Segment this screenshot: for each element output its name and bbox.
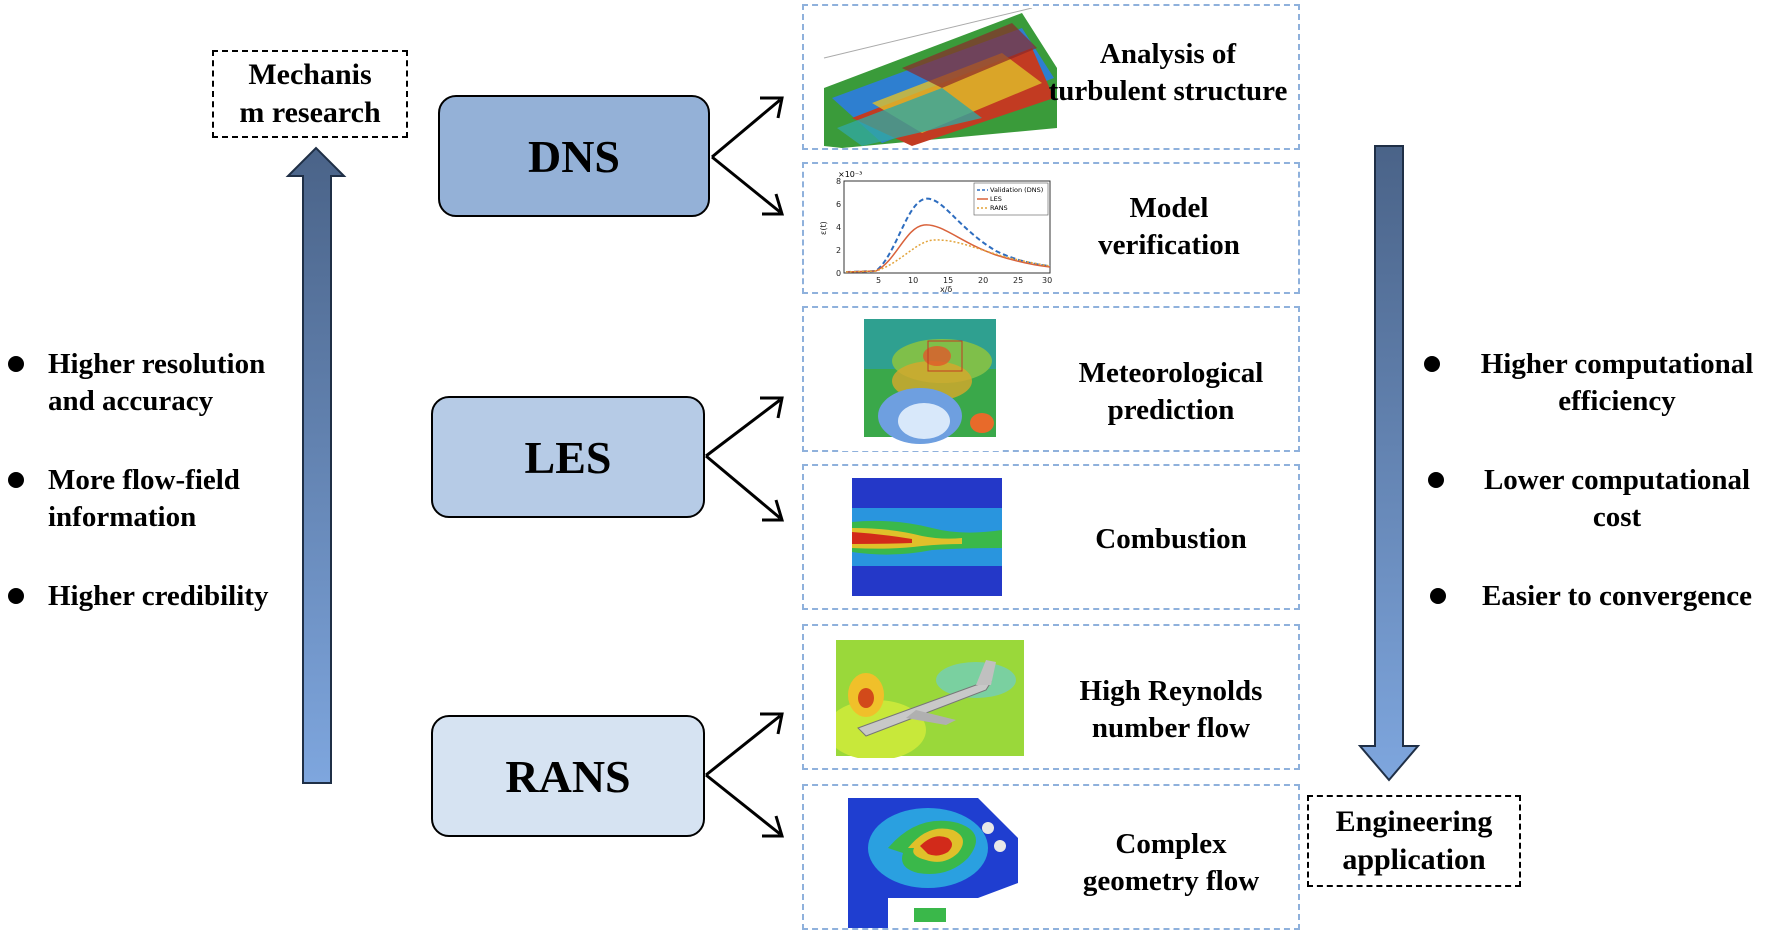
chart-xtick-15: 15: [943, 276, 953, 285]
panel-model-line2: verification: [1098, 229, 1240, 261]
panel-high-reynolds: High Reynolds number flow: [802, 624, 1300, 770]
panel-meteo-line2: prediction: [1107, 394, 1235, 426]
chart-xtick-30: 30: [1042, 276, 1052, 285]
down-arrow-efficiency: [1357, 145, 1421, 782]
series-dns-line: [845, 197, 1051, 273]
left-bullet-resolution: Higher resolution and accuracy: [8, 346, 308, 420]
left-bullet-credibility: Higher credibility: [8, 578, 308, 615]
left-bullet-3-line1: Higher credibility: [48, 580, 269, 612]
dns-connector-arrows: [711, 96, 785, 216]
left-bullet-2-line1: More flow-field: [48, 464, 240, 496]
panel-meteorological: Meteorological prediction: [802, 306, 1300, 452]
right-bullet-convergence: Easier to convergence: [1422, 578, 1772, 615]
right-bullet-efficiency: Higher computational efficiency: [1422, 346, 1772, 420]
dns-box: DNS: [438, 95, 710, 217]
right-bullet-1-line2: efficiency: [1558, 385, 1676, 417]
model-verification-chart: ×10⁻³ 0 2 4 6 8 5 10 15 20 25 30 x/δ ε(t…: [819, 170, 1052, 293]
legend-dns: Validation (DNS): [990, 186, 1043, 194]
les-connector-arrows: [705, 396, 785, 522]
complex-geometry-image: [848, 798, 1018, 928]
rans-connector-arrows: [705, 712, 785, 838]
up-arrow-accuracy: [285, 146, 347, 784]
panel-complex-line1: Complex: [1115, 828, 1227, 860]
left-bullet-2-line2: information: [48, 501, 197, 533]
legend-rans: RANS: [990, 204, 1008, 212]
bullet-dot-icon: [8, 588, 24, 604]
meteorological-map-image: [842, 311, 1002, 451]
panel-complex-geometry: Complex geometry flow: [802, 784, 1300, 930]
combustion-field-image: [852, 478, 1002, 596]
mechanism-research-box: Mechanis m research: [212, 50, 408, 138]
turbulent-structure-image: [822, 8, 1057, 148]
bullet-dot-icon: [8, 472, 24, 488]
panel-model-verification: ×10⁻³ 0 2 4 6 8 5 10 15 20 25 30 x/δ ε(t…: [802, 162, 1300, 294]
les-label: LES: [524, 431, 612, 483]
right-bullet-3-line1: Easier to convergence: [1481, 580, 1753, 612]
chart-ytick-4: 4: [836, 223, 841, 232]
dns-label: DNS: [527, 130, 621, 182]
panel-model-line1: Model: [1129, 192, 1209, 224]
right-bullet-2-line1: Lower computational: [1483, 464, 1751, 496]
left-benefits-list: Higher resolution and accuracy More flow…: [8, 346, 308, 657]
chart-ytick-2: 2: [836, 246, 841, 255]
series-rans-line: [845, 239, 1051, 273]
rans-label: RANS: [505, 750, 631, 802]
bullet-dot-icon: [8, 356, 24, 372]
legend-les: LES: [990, 195, 1002, 203]
panel-complex-line2: geometry flow: [1082, 865, 1260, 897]
panel-meteo-line1: Meteorological: [1078, 357, 1264, 389]
right-benefits-list: Higher computational efficiency Lower co…: [1422, 346, 1772, 657]
mechanism-line2: m research: [239, 96, 381, 129]
left-bullet-1-line1: Higher resolution: [48, 348, 266, 380]
bullet-dot-icon: [1424, 356, 1440, 372]
panel-combustion-line1: Combustion: [1095, 523, 1247, 555]
panel-reynolds-line1: High Reynolds: [1079, 675, 1263, 707]
chart-exponent: ×10⁻³: [838, 170, 862, 179]
panel-turbulent-line1: Analysis of: [1099, 38, 1237, 70]
chart-xtick-25: 25: [1013, 276, 1023, 285]
aircraft-flow-image: [836, 640, 1024, 758]
panel-combustion: Combustion: [802, 464, 1300, 610]
right-bullet-1-line1: Higher computational: [1480, 348, 1754, 380]
engineering-line1: Engineering: [1335, 805, 1493, 838]
chart-xtick-5: 5: [876, 276, 881, 285]
left-bullet-1-line2: and accuracy: [48, 385, 214, 417]
chart-xlabel: x/δ: [940, 285, 952, 293]
chart-ytick-8: 8: [836, 177, 841, 186]
engineering-application-box: Engineering application: [1307, 795, 1521, 887]
rans-box: RANS: [431, 715, 705, 837]
left-bullet-information: More flow-field information: [8, 462, 308, 536]
chart-xtick-10: 10: [908, 276, 918, 285]
chart-ylabel: ε(t): [819, 221, 828, 235]
mechanism-line1: Mechanis: [248, 58, 372, 91]
les-box: LES: [431, 396, 705, 518]
right-bullet-2-line2: cost: [1592, 501, 1642, 533]
bullet-dot-icon: [1430, 588, 1446, 604]
right-bullet-cost: Lower computational cost: [1422, 462, 1772, 536]
panel-reynolds-line2: number flow: [1091, 712, 1251, 744]
series-les-line: [845, 224, 1051, 273]
panel-turbulent-structure: Analysis of turbulent structure: [802, 4, 1300, 150]
chart-ytick-6: 6: [836, 200, 841, 209]
engineering-line2: application: [1342, 843, 1486, 876]
chart-ytick-0: 0: [836, 269, 841, 278]
bullet-dot-icon: [1428, 472, 1444, 488]
panel-turbulent-line2: turbulent structure: [1048, 75, 1288, 107]
chart-xtick-20: 20: [978, 276, 988, 285]
